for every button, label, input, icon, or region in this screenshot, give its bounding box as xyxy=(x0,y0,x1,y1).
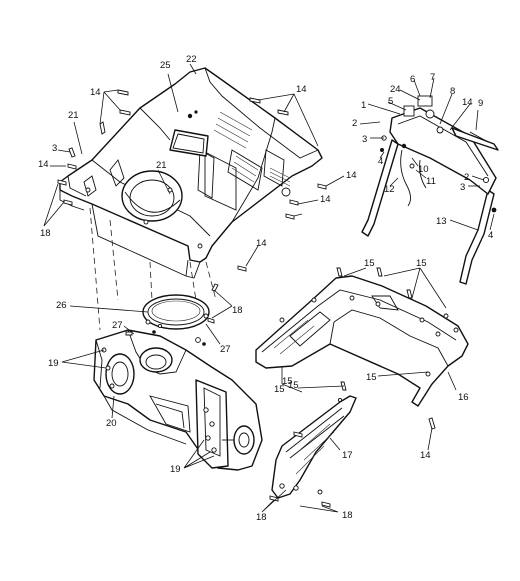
callout-14: 14 xyxy=(90,87,101,98)
callout-11: 11 xyxy=(426,176,436,187)
callout-20: 20 xyxy=(106,418,117,429)
callout-14: 14 xyxy=(320,194,331,205)
callout-15: 15 xyxy=(282,376,293,387)
shroud-housing xyxy=(59,67,323,279)
callout-15: 15 xyxy=(274,384,285,395)
callout-16: 16 xyxy=(458,392,469,403)
callout-14: 14 xyxy=(38,159,49,170)
callout-2: 2 xyxy=(352,118,357,129)
callout-10: 10 xyxy=(418,164,429,175)
callout-14: 14 xyxy=(420,450,431,461)
callout-3: 3 xyxy=(52,143,57,154)
callout-2: 2 xyxy=(464,172,469,183)
callout-7: 7 xyxy=(430,72,435,83)
callout-6: 6 xyxy=(410,74,415,85)
callout-14: 14 xyxy=(462,97,473,108)
callout-22: 22 xyxy=(186,54,197,65)
lower-pan-part-16 xyxy=(255,275,469,407)
callout-21: 21 xyxy=(68,110,79,121)
callout-21: 21 xyxy=(156,160,167,171)
shield-part-17 xyxy=(271,395,357,499)
callout-14: 14 xyxy=(256,238,267,249)
callout-3: 3 xyxy=(362,134,367,145)
handle-assembly xyxy=(361,95,499,285)
callout-15: 15 xyxy=(416,258,427,269)
auger-housing-part-20 xyxy=(93,329,263,471)
callout-25: 25 xyxy=(160,60,171,71)
callout-14: 14 xyxy=(296,84,307,95)
callout-3: 3 xyxy=(460,182,465,193)
callout-15: 15 xyxy=(288,380,299,391)
callout-15: 15 xyxy=(366,372,377,383)
callout-1: 1 xyxy=(361,100,366,111)
leader-lines xyxy=(43,63,495,513)
callout-12: 12 xyxy=(384,184,395,195)
callout-9: 9 xyxy=(478,98,483,109)
callout-labels: 22 25 14 14 21 3 14 21 18 14 14 14 18 26… xyxy=(38,54,493,523)
loose-hardware-bolts xyxy=(57,89,436,508)
callout-18: 18 xyxy=(232,305,243,316)
callout-26: 26 xyxy=(56,300,67,311)
callout-14: 14 xyxy=(346,170,357,181)
seal-ring-part-26 xyxy=(142,294,210,330)
callout-19: 19 xyxy=(48,358,59,369)
callout-27: 27 xyxy=(112,320,123,331)
callout-5: 5 xyxy=(388,96,393,107)
callout-19: 19 xyxy=(170,464,181,475)
callout-8: 8 xyxy=(450,86,455,97)
callout-4: 4 xyxy=(488,230,493,241)
callout-13: 13 xyxy=(436,216,447,227)
callout-17: 17 xyxy=(342,450,353,461)
callout-24: 24 xyxy=(390,84,401,95)
callout-15: 15 xyxy=(364,258,375,269)
callout-18: 18 xyxy=(342,510,353,521)
callout-4: 4 xyxy=(378,156,383,167)
callout-27: 27 xyxy=(220,344,231,355)
plate-part-25 xyxy=(169,110,209,157)
callout-18: 18 xyxy=(40,228,51,239)
callout-18: 18 xyxy=(256,512,267,523)
